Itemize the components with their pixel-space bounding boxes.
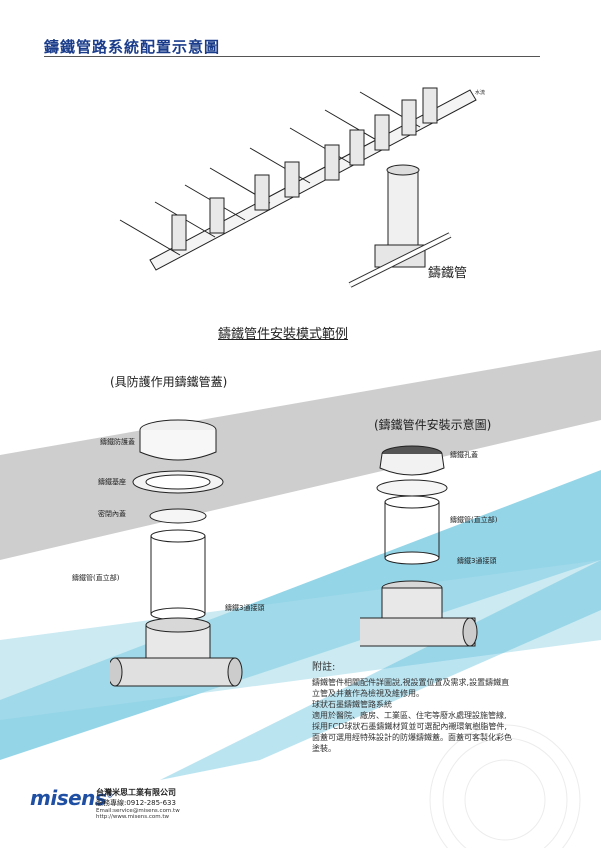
page-title: 鑄鐵管路系統配置示意圖 (44, 38, 221, 56)
flow-label: 水流 (475, 89, 485, 96)
brand-name: misens (30, 786, 107, 810)
right-section-heading: (鑄鐵管件安裝示意圖) (374, 418, 492, 432)
website-link[interactable]: http://www.misens.com.tw (96, 814, 169, 820)
registered-mark: ® (106, 791, 113, 800)
notes-line: 適用於醫院、廠房、工業區、住宅等廢水處理設施管線, (312, 711, 507, 720)
label-left-riser: 鑄鐵管(直立部) (72, 574, 120, 582)
left-exploded-diagram (110, 419, 243, 687)
pipe-label: 鑄鐵管 (428, 266, 468, 281)
pipe-network-diagram: 水流 (119, 87, 485, 288)
left-section-heading: (具防護作用鑄鐵管蓋) (110, 375, 228, 389)
notes-block: 附註: 鑄鐵管件相關配件詳圖說,視設置位置及需求,設置鑄鐵直 立管及井蓋作為檢視… (312, 662, 552, 754)
right-exploded-diagram (360, 445, 478, 647)
title-divider (44, 56, 540, 57)
email-link[interactable]: Email:service@misens.com.tw (96, 808, 180, 814)
company-name: 台灣米思工業有限公司 (96, 788, 176, 797)
notes-line: 面蓋可選用經特殊設計的防爆鑄鐵蓋。面蓋可客製化彩色 (312, 733, 512, 742)
notes-line: 塗裝。 (312, 744, 336, 753)
gray-band (0, 350, 601, 560)
blue-band-lower (160, 560, 601, 780)
label-protective-cover: 鑄鐵防護蓋 (100, 438, 135, 446)
label-cast-iron-base: 鑄鐵基座 (98, 478, 126, 486)
notes-line: 立管及井蓋作為檢視及維修用。 (312, 689, 424, 698)
watermark-cover-icon (429, 724, 581, 848)
notes-line: 球狀石墨鑄鐵管路系統 (312, 700, 392, 709)
label-right-riser: 鑄鐵管(直立部) (450, 516, 498, 524)
label-inner-cover: 密閉內蓋 (98, 510, 126, 518)
diagram-caption: 鑄鐵管件安裝模式範例 (218, 327, 349, 342)
notes-line: 採用FCD球狀石墨鑄鐵材質並可選配內襯環氧樹脂管件, (312, 722, 507, 731)
notes-line: 鑄鐵管件相關配件詳圖說,視設置位置及需求,設置鑄鐵直 (312, 678, 510, 687)
brand-logo: misens® (30, 786, 113, 810)
service-phone: 服務專線:0912-285-633 (96, 799, 176, 807)
label-grate-cover: 鑄鐵孔蓋 (450, 451, 478, 459)
notes-heading: 附註: (312, 662, 336, 673)
label-right-tee: 鑄鐵3通接頭 (457, 557, 497, 565)
label-left-tee: 鑄鐵3通接頭 (225, 604, 265, 612)
